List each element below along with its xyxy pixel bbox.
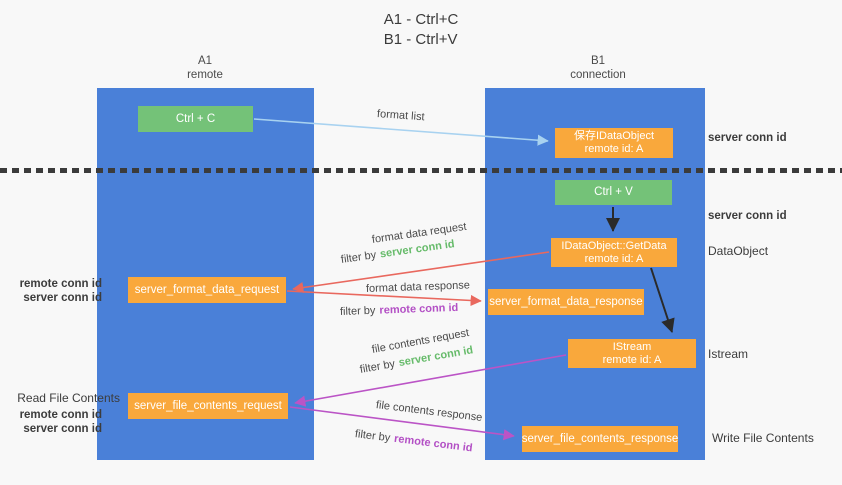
server-conn-id-label-top: server conn id	[708, 132, 787, 144]
save-idataobject-node: 保存IDataObject remote id: A	[555, 128, 673, 158]
filter-by-prefix: filter by	[358, 357, 396, 376]
column-header-a1: A1 remote	[145, 54, 265, 82]
ctrl-v-label: Ctrl + V	[594, 186, 633, 198]
save-idataobject-line1: 保存IDataObject	[573, 130, 655, 142]
machine-boundary-dotted-line	[0, 168, 842, 173]
column-a1-role: remote	[187, 69, 223, 81]
filter-remote-conn-id: remote conn id	[393, 432, 474, 455]
istream-line2: remote id: A	[602, 353, 662, 366]
server-conn-id-label-format: server conn id	[23, 292, 102, 304]
format-list-label: format list	[376, 108, 425, 124]
idataobject-getdata-node: IDataObject::GetData remote id: A	[551, 238, 677, 267]
title-line-1: A1 - Ctrl+C	[383, 11, 459, 28]
ctrl-c-node: Ctrl + C	[138, 106, 253, 132]
column-a1-name: A1	[197, 55, 213, 67]
istream-side-label: Istream	[708, 347, 749, 361]
remote-conn-id-label-format: remote conn id	[19, 278, 102, 290]
server-conn-id-label-file: server conn id	[23, 423, 102, 435]
save-idataobject-line2: remote id: A	[584, 143, 644, 155]
server-format-data-request-node: server_format_data_request	[128, 277, 286, 303]
getdata-line1: IDataObject::GetData	[561, 239, 667, 252]
server-file-contents-request-label: server_file_contents_request	[134, 399, 282, 412]
dataobject-label: DataObject	[708, 244, 769, 258]
server-format-data-response-label: server_format_data_response	[489, 295, 643, 308]
getdata-line2: remote id: A	[584, 252, 644, 265]
filter-by-prefix: filter by	[339, 304, 376, 318]
file-contents-response-label: file contents response	[375, 399, 483, 424]
ctrl-c-label: Ctrl + C	[175, 112, 216, 125]
read-file-contents-label: Read File Contents	[17, 391, 120, 405]
filter-by-prefix: filter by	[340, 249, 377, 266]
column-b1-name: B1	[590, 55, 606, 67]
write-file-contents-label: Write File Contents	[712, 431, 814, 445]
server-file-contents-request-node: server_file_contents_request	[128, 393, 288, 419]
format-data-response-label: format data response	[365, 279, 471, 295]
title-line-2: B1 - Ctrl+V	[383, 31, 458, 48]
server-format-data-request-label: server_format_data_request	[134, 283, 280, 296]
diagram-title: A1 - Ctrl+C B1 - Ctrl+V	[0, 10, 842, 50]
server-file-contents-response-label: server_file_contents_response	[521, 432, 679, 445]
filter-remote-conn-id: remote conn id	[379, 301, 459, 317]
server-format-data-response-node: server_format_data_response	[488, 289, 644, 315]
istream-node: IStream remote id: A	[568, 339, 696, 368]
server-file-contents-response-node: server_file_contents_response	[522, 426, 678, 452]
istream-line1: IStream	[612, 340, 652, 353]
server-conn-id-label-mid: server conn id	[708, 210, 787, 222]
ctrl-v-node: Ctrl + V	[555, 180, 672, 205]
column-header-b1: B1 connection	[538, 54, 658, 82]
filter-by-prefix: filter by	[354, 428, 391, 445]
remote-conn-id-label-file: remote conn id	[19, 409, 102, 421]
column-b1-role: connection	[570, 69, 626, 81]
